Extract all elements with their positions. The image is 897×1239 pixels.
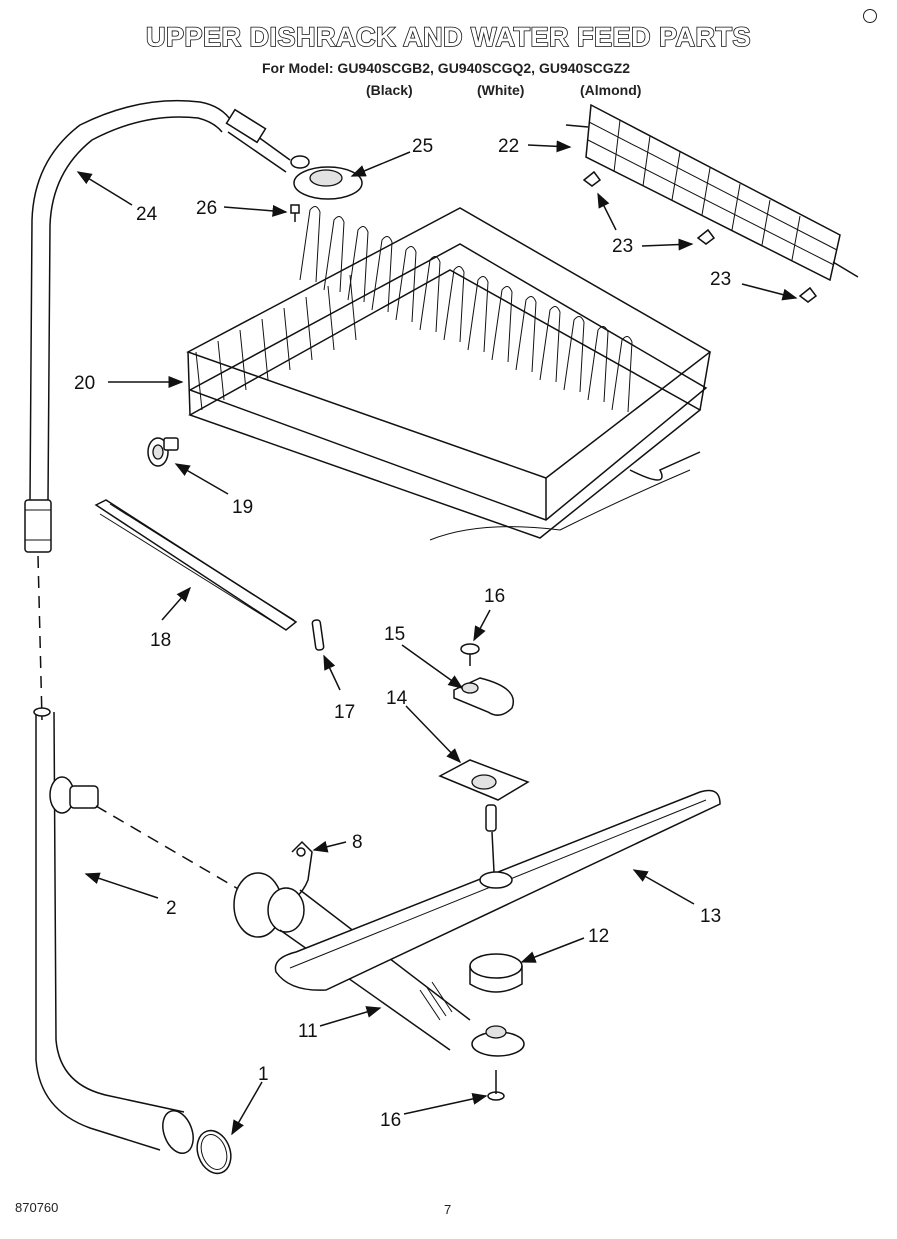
part-24-feed-tube [24,99,233,553]
rack-side-wire [195,351,203,411]
part-20-upper-dishrack [186,206,712,541]
part-1-o-ring [196,1129,232,1175]
callout-20: 20 [74,373,95,394]
callout-23b: 23 [710,269,731,290]
diagram-title: UPPER DISHRACK AND WATER FEED PARTS [145,21,752,53]
part-26-screw [290,204,300,222]
rack-tine [299,206,321,283]
part-22-rack-label [565,103,859,282]
callout-16-upper: 16 [484,586,505,607]
part-23-clips [582,170,818,303]
rack-side-wire [261,318,269,381]
callout-8: 8 [352,832,363,853]
rack-tine [419,256,441,333]
part-17-rail-stop [311,619,325,651]
callout-2: 2 [166,898,177,919]
part-19-rack-wheel [147,437,179,467]
rack-side-wire [349,274,357,341]
rack-tine [443,266,465,343]
rack-tine [347,226,369,303]
manifold-connection-dashline [95,805,241,891]
rack-tine [395,246,417,323]
rack-side-wire [327,285,335,351]
rack-tine [563,316,585,393]
callout-23a: 23 [612,236,633,257]
part-25-nozzle [225,108,363,200]
page-number: 7 [444,1202,452,1217]
color-black-label: (Black) [366,82,413,98]
callout-16-lower: 16 [380,1110,401,1131]
rack-tine [491,286,513,363]
rack-tine [587,326,609,403]
rack-tine [539,306,561,383]
part-14-spray-arm-mount [438,759,530,832]
leader-lines [76,140,798,1136]
callout-19: 19 [232,497,253,518]
color-almond-label: (Almond) [580,82,642,98]
rack-tine [371,236,393,313]
rack-tine [515,296,537,373]
corner-registration-mark [863,9,877,23]
callout-18: 18 [150,630,171,651]
callout-25: 25 [412,136,433,157]
rack-tines [195,206,633,413]
rack-side-wire [283,307,291,371]
part-16-screw-lower [487,1070,505,1101]
rack-side-wire [239,329,247,391]
rack-tine [611,336,633,413]
callout-15: 15 [384,624,405,645]
callout-17: 17 [334,702,355,723]
part-18-rack-rail [94,499,298,631]
callout-22: 22 [498,136,519,157]
part-12-seal-ring [469,953,523,993]
color-white-label: (White) [477,82,525,98]
part-2-lower-feed-tube [33,707,194,1154]
model-list: For Model: GU940SCGB2, GU940SCGQ2, GU940… [262,60,630,76]
callout-24: 24 [136,204,158,225]
document-number: 870760 [15,1200,59,1215]
part-13-spray-arm [274,789,721,991]
callout-14: 14 [386,688,408,709]
spray-arm-axis-line [491,831,495,873]
rack-side-wire [217,340,225,401]
callout-13: 13 [700,906,721,927]
callout-12: 12 [588,926,609,947]
tube-connection-dashline [37,555,43,721]
part-16-screw-upper [460,643,480,666]
callout-26: 26 [196,198,217,219]
callout-1: 1 [258,1064,269,1085]
rack-side-wire [305,296,313,361]
rack-tine [467,276,489,353]
callout-11: 11 [298,1021,318,1042]
part-15-deflector [453,677,514,716]
rack-tine [323,216,345,293]
